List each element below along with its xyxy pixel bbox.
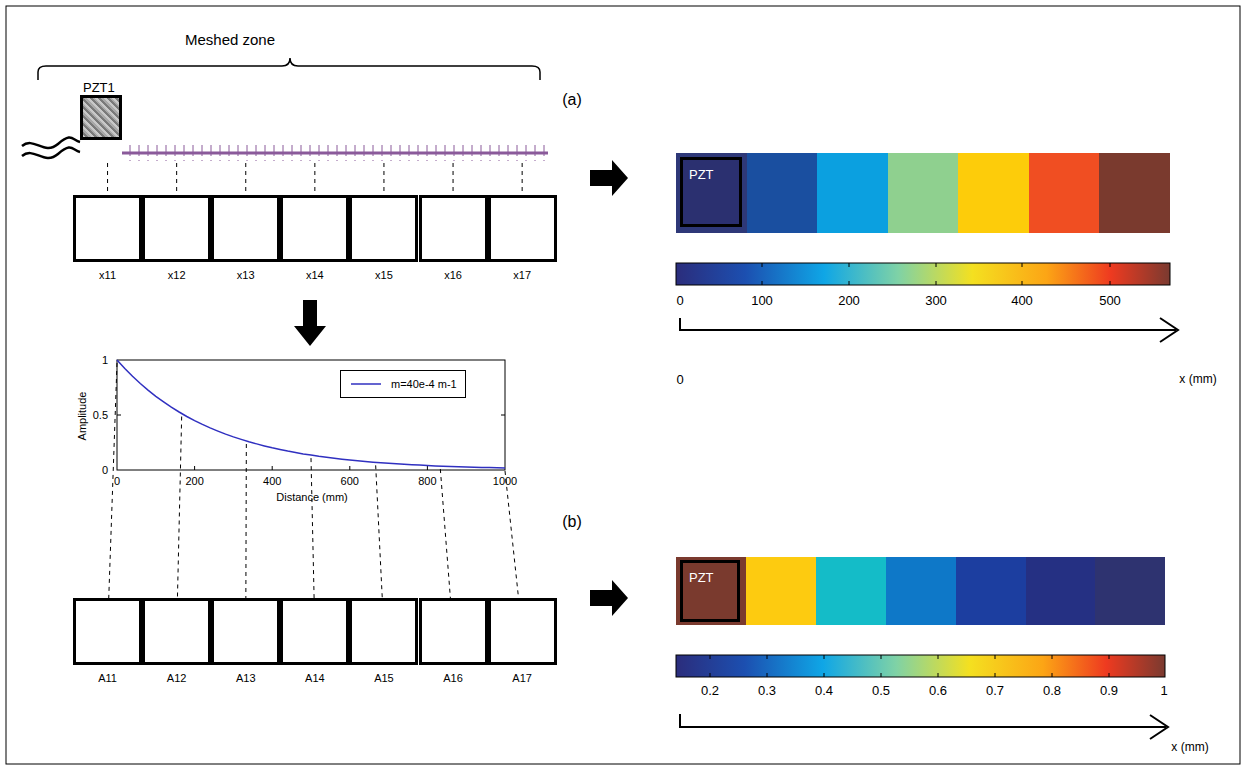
pzt-sensor: PZT	[680, 560, 740, 622]
tick-label: 300	[925, 294, 947, 308]
tick	[938, 673, 939, 677]
tick-label: 0.5	[872, 684, 890, 698]
mesh-cell: x16	[419, 195, 488, 262]
cell-label: x14	[306, 269, 324, 281]
tick-label: 0.4	[815, 684, 833, 698]
legend-text: m=40e-4 m-1	[391, 378, 457, 390]
mesh-cell: A15	[349, 598, 418, 665]
tick-label: 200	[185, 475, 203, 487]
sensor-label: PZT	[689, 571, 714, 585]
tick	[824, 655, 825, 659]
tick-label: 0.2	[701, 684, 719, 698]
cell-label: x16	[444, 269, 462, 281]
pzt-sensor: PZT1	[80, 95, 122, 140]
cell-label: x17	[513, 269, 531, 281]
zone-label: Meshed zone	[185, 32, 275, 49]
tick-label: 1000	[493, 475, 517, 487]
sensor-label: PZT	[689, 168, 714, 182]
cell-label: A12	[167, 672, 187, 684]
tick	[710, 673, 711, 677]
tick-label: 400	[263, 475, 281, 487]
cell-label: A11	[98, 672, 117, 684]
mesh-cell: A16	[419, 598, 488, 665]
cell-label: A15	[374, 672, 394, 684]
legend-box: m=40e-4 m-1	[340, 370, 466, 398]
tick-label: 100	[751, 294, 773, 308]
tick-label: 0.5	[93, 409, 108, 421]
tick	[824, 673, 825, 677]
axis-title: Amplitude	[76, 392, 88, 441]
tick-label: 800	[418, 475, 436, 487]
mesh-cell: A13	[211, 598, 280, 665]
tick-label: 200	[838, 294, 860, 308]
tick-label: 0	[676, 373, 683, 387]
axis-title: x (mm)	[1171, 741, 1208, 754]
tick	[995, 655, 996, 659]
tick	[1109, 655, 1110, 659]
panel-letter: (b)	[562, 513, 582, 531]
axis-title: Distance (mm)	[276, 491, 348, 503]
tick-label: 0.6	[929, 684, 947, 698]
cell-label: A14	[305, 672, 325, 684]
cell-label: x11	[99, 269, 116, 281]
tick	[767, 673, 768, 677]
tick	[881, 673, 882, 677]
tick-label: 600	[341, 475, 359, 487]
tick-label: 500	[1099, 294, 1121, 308]
mesh-cell: A14	[280, 598, 349, 665]
tick-label: 1	[102, 354, 108, 366]
cell-label: A16	[443, 672, 463, 684]
tick-label: 0	[102, 464, 108, 476]
mesh-cell: A11	[73, 598, 142, 665]
panel-letter: (a)	[562, 91, 582, 109]
mesh-cell: x15	[349, 195, 418, 262]
mesh-cell: x17	[488, 195, 557, 262]
tick-label: 0.7	[986, 684, 1004, 698]
tick-label: 1	[1160, 684, 1167, 698]
axis-title: x (mm)	[1179, 373, 1216, 386]
tick	[710, 655, 711, 659]
tick-label: 0.8	[1043, 684, 1061, 698]
tick	[1052, 673, 1053, 677]
cell-label: x12	[168, 269, 186, 281]
tick	[938, 655, 939, 659]
tick	[1052, 655, 1053, 659]
tick	[995, 673, 996, 677]
cell-label: x13	[237, 269, 255, 281]
mesh-cell: x13	[211, 195, 280, 262]
tick-label: 0.9	[1100, 684, 1118, 698]
cell-label: A17	[512, 672, 532, 684]
sensor-label: PZT1	[83, 81, 115, 95]
mesh-cell: A12	[142, 598, 211, 665]
tick-label: 400	[1011, 294, 1033, 308]
tick-label: 0	[114, 475, 120, 487]
leader-line	[108, 363, 117, 632]
legend-sample	[349, 379, 383, 389]
mesh-cell: x12	[142, 195, 211, 262]
mesh-cell: x11	[73, 195, 142, 262]
mesh-cell: x14	[280, 195, 349, 262]
tick	[1109, 673, 1110, 677]
legend-sample-line	[351, 383, 381, 385]
tick-label: 0.3	[758, 684, 776, 698]
mesh-cell: A17	[488, 598, 557, 665]
tick	[767, 655, 768, 659]
pzt-sensor: PZT	[680, 157, 742, 227]
cell-label: A13	[236, 672, 256, 684]
decay-curve	[117, 360, 505, 468]
cell-label: x15	[375, 269, 393, 281]
tick-label: 0	[676, 294, 683, 308]
tick	[881, 655, 882, 659]
